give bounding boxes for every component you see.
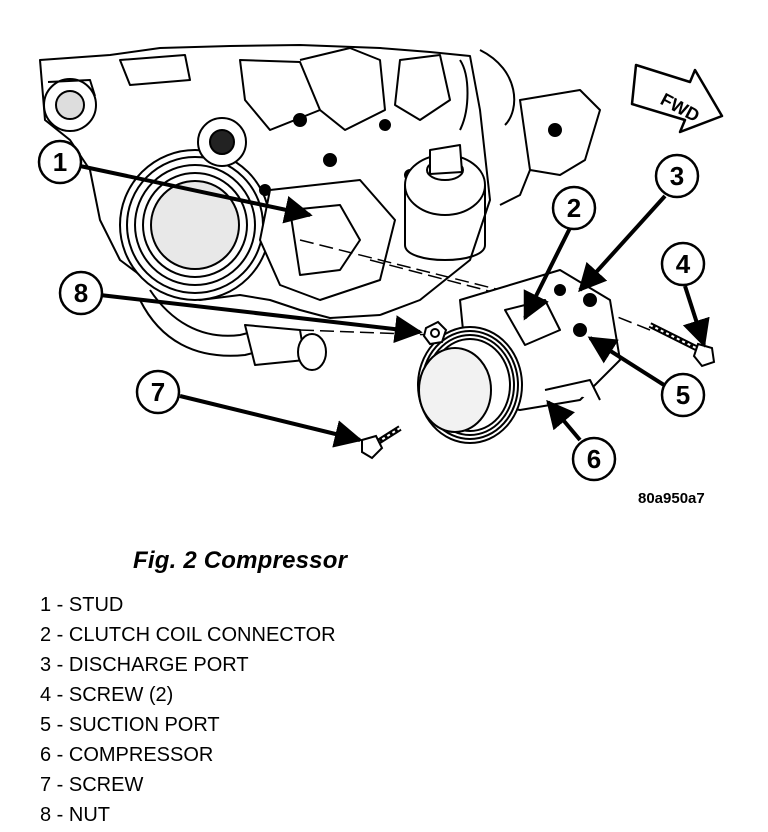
engine-illustration xyxy=(39,44,724,371)
legend-item: 1 - STUD xyxy=(40,594,124,616)
legend-item: 4 - SCREW (2) xyxy=(40,684,174,706)
callout-2: 2 xyxy=(551,185,597,231)
legend-item: 2 - CLUTCH COIL CONNECTOR xyxy=(40,624,336,646)
legend-item: 3 - DISCHARGE PORT xyxy=(40,654,249,676)
leader-line-2 xyxy=(523,227,572,321)
callouts: 1 2 3 4 5 6 7 8 xyxy=(37,139,706,482)
callout-3-label: 3 xyxy=(670,161,684,191)
leader-line-8 xyxy=(99,293,423,344)
compressor-diagram: FWD xyxy=(37,44,724,482)
callout-5-label: 5 xyxy=(676,380,690,410)
callout-3: 3 xyxy=(654,153,700,199)
callout-5: 5 xyxy=(660,372,706,418)
callout-6: 6 xyxy=(571,436,617,482)
legend-item: 8 - NUT xyxy=(40,804,110,826)
callout-4-label: 4 xyxy=(676,249,691,279)
callout-1: 1 xyxy=(37,139,83,185)
leader-line-5 xyxy=(587,336,666,387)
callout-1-label: 1 xyxy=(53,147,67,177)
callout-6-label: 6 xyxy=(587,444,601,474)
figure-code: 80a950a7 xyxy=(638,490,705,507)
leader-lines xyxy=(79,164,710,448)
callout-4: 4 xyxy=(660,241,706,287)
leader-line-7 xyxy=(179,394,363,448)
callout-2-label: 2 xyxy=(567,193,581,223)
leader-line-1 xyxy=(79,164,313,224)
callout-7: 7 xyxy=(135,369,181,415)
leader-line-6 xyxy=(546,399,582,442)
legend-item: 5 - SUCTION PORT xyxy=(40,714,220,736)
callout-7-label: 7 xyxy=(151,377,165,407)
figure-title: Fig. 2 Compressor xyxy=(133,547,348,574)
leader-line-4 xyxy=(682,285,710,348)
compressor-illustration xyxy=(417,269,621,444)
callout-8-label: 8 xyxy=(74,278,88,308)
legend-list: 1 - STUD 2 - CLUTCH COIL CONNECTOR 3 - D… xyxy=(40,590,336,830)
legend-item: 6 - COMPRESSOR xyxy=(40,744,214,766)
legend-item: 7 - SCREW xyxy=(40,774,144,796)
callout-8: 8 xyxy=(58,270,104,316)
leader-line-3 xyxy=(578,194,667,293)
